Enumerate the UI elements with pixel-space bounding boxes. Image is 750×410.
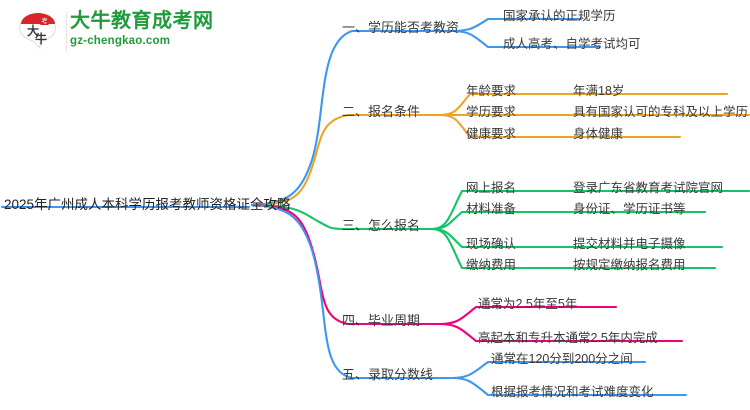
branch-2-child-2[interactable]: 学历要求	[466, 105, 517, 119]
branch-4-child-2[interactable]: 高起本和专升本通常2.5年内完成	[478, 331, 658, 345]
branch-node-3[interactable]: 三、怎么报名	[342, 218, 421, 233]
logo-name-cn: 大牛教育成考网	[70, 10, 214, 32]
branch-1-child-1[interactable]: 国家承认的正规学历	[503, 9, 616, 23]
branch-2-leaf-3[interactable]: 身体健康	[573, 127, 624, 141]
branch-2-child-3[interactable]: 健康要求	[466, 127, 517, 141]
logo-mark-icon: 大 牛 考	[19, 13, 56, 50]
branch-3-child-4[interactable]: 缴纳费用	[466, 258, 517, 272]
branch-5-child-1[interactable]: 通常在120分到200分之间	[491, 352, 633, 366]
branch-3-child-1[interactable]: 网上报名	[466, 181, 517, 195]
logo-text-block: 大牛教育成考网 gz-chengkao.com	[70, 10, 214, 48]
branch-3-leaf-3[interactable]: 提交材料并电子摄像	[573, 237, 686, 251]
branch-node-2[interactable]: 二、报名条件	[342, 104, 421, 119]
branch-3-leaf-1[interactable]: 登录广东省教育考试院官网	[573, 181, 724, 195]
root-node-label[interactable]: 2025年广州成人本科学历报考教师资格证全攻略	[4, 197, 291, 212]
svg-text:牛: 牛	[35, 31, 47, 46]
branch-3-leaf-2[interactable]: 身份证、学历证书等	[573, 202, 686, 216]
branch-5-child-2[interactable]: 根据报考情况和考试难度变化	[491, 385, 654, 399]
svg-text:大: 大	[27, 23, 39, 38]
branch-node-4[interactable]: 四、毕业周期	[342, 313, 421, 328]
branch-3-child-3[interactable]: 现场确认	[466, 237, 517, 251]
branch-node-1[interactable]: 一、学历能否考教资	[342, 20, 460, 35]
branch-2-leaf-2[interactable]: 具有国家认可的专科及以上学历	[573, 105, 749, 119]
branch-2-leaf-1[interactable]: 年满18岁	[573, 84, 625, 98]
branch-1-child-2[interactable]: 成人高考、自学考试均可	[503, 37, 641, 51]
branch-3-leaf-4[interactable]: 按规定缴纳报名费用	[573, 258, 686, 272]
svg-text:考: 考	[41, 17, 48, 25]
branch-2-connector	[250, 113, 442, 207]
site-logo: 大 牛 考 大牛教育成考网 gz-chengkao.com	[14, 8, 234, 56]
logo-name-en: gz-chengkao.com	[70, 35, 171, 47]
logo-divider	[66, 12, 67, 52]
branch-node-5[interactable]: 五、录取分数线	[342, 367, 434, 382]
branch-2-child-1[interactable]: 年龄要求	[466, 84, 517, 98]
branch-3-child-2[interactable]: 材料准备	[466, 202, 517, 216]
branch-4-child-1[interactable]: 通常为2.5年至5年	[478, 297, 578, 311]
